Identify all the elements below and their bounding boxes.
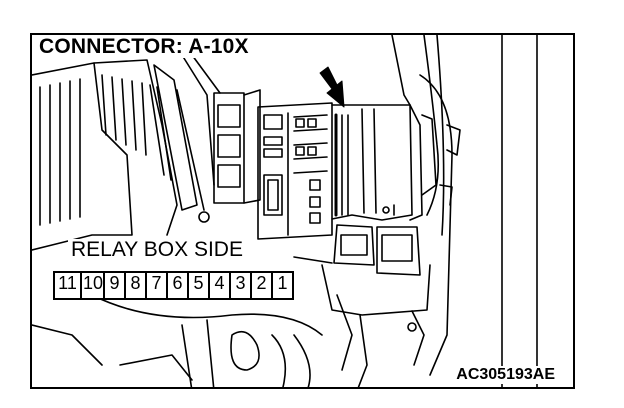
pin-5: 5 — [187, 273, 208, 298]
relay-block-left — [198, 89, 261, 223]
relay-box — [257, 102, 333, 240]
diagram-frame: CONNECTOR: A-10X RELAY BOX SIDE 11 10 9 … — [30, 33, 575, 389]
braces — [153, 54, 221, 211]
pin-3: 3 — [229, 273, 250, 298]
pin-8: 8 — [124, 273, 145, 298]
engine-bay-illustration — [32, 35, 538, 387]
right-shell — [391, 35, 538, 387]
bottom-hoses — [32, 294, 323, 387]
pin-10: 10 — [80, 273, 103, 298]
arrow-pointer-icon — [319, 66, 345, 108]
relay-box-side-label: RELAY BOX SIDE — [68, 239, 246, 261]
left-panel — [32, 59, 178, 251]
image-code: AC305193AE — [454, 366, 557, 384]
connector-housing — [331, 104, 437, 221]
pin-1: 1 — [271, 273, 292, 298]
pin-9: 9 — [103, 273, 124, 298]
pin-4: 4 — [208, 273, 229, 298]
connector-pin-row: 11 10 9 8 7 6 5 4 3 2 1 — [53, 271, 294, 300]
pin-2: 2 — [250, 273, 271, 298]
connector-title: CONNECTOR: A-10X — [36, 36, 252, 58]
lower-connectors — [321, 224, 431, 387]
pin-7: 7 — [145, 273, 166, 298]
pin-6: 6 — [166, 273, 187, 298]
leader-line — [293, 256, 333, 264]
pin-11: 11 — [58, 273, 77, 293]
